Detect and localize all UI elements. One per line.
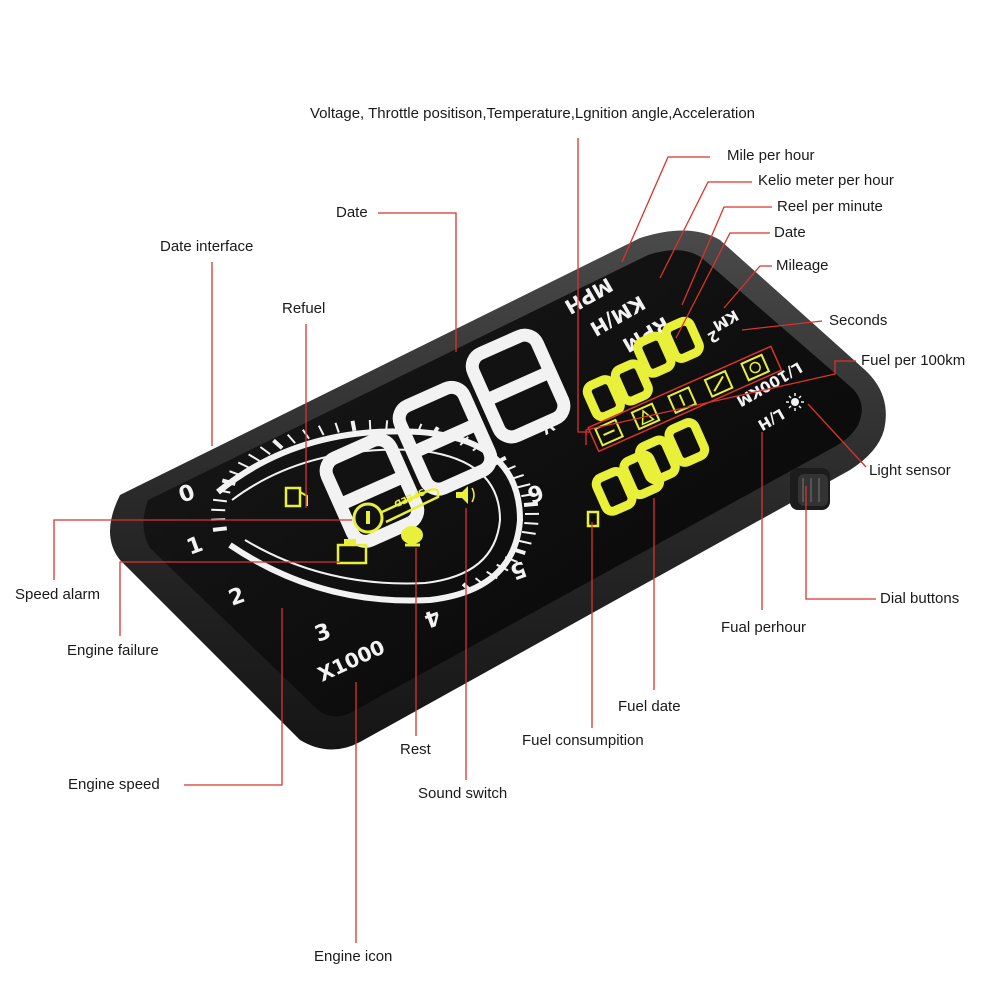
gauge-tick	[272, 438, 284, 450]
line-speed-alarm	[53, 519, 352, 580]
line-light-sensor	[807, 403, 867, 468]
label-engine-icon: Engine icon	[314, 948, 393, 965]
label-rest: Rest	[400, 741, 431, 758]
line-reel	[681, 206, 772, 306]
label-speed-alarm: Speed alarm	[15, 586, 101, 603]
gauge-tick	[496, 563, 509, 572]
label-date-top: Date	[336, 204, 368, 221]
label-reel-per-minute: Reel per minute	[777, 198, 883, 215]
gauge-tick	[524, 522, 539, 525]
icon-row	[587, 345, 783, 453]
gauge-tick	[237, 461, 251, 470]
gauge-tick	[212, 498, 228, 503]
line-mile-per-hour	[621, 156, 710, 263]
gauge-tick	[510, 473, 525, 481]
sun-icon	[786, 393, 804, 411]
dial-button[interactable]	[790, 468, 830, 510]
fuel-pump-icon	[284, 486, 308, 508]
thermometer-icon	[667, 386, 698, 415]
gauge-tick	[248, 453, 260, 462]
callout-lines	[53, 138, 876, 943]
label-fuel-per-100km: Fuel per 100km	[861, 352, 966, 369]
throttle-icon	[703, 369, 734, 398]
gauge-tick	[317, 425, 325, 436]
label-date-interface: Date interface	[160, 238, 254, 255]
gauge-tick	[334, 422, 340, 433]
acceleration-icon	[740, 353, 771, 382]
gauge-tick	[229, 470, 243, 477]
gauge-tick	[504, 556, 518, 564]
label-kelio-meter: Kelio meter per hour	[758, 172, 894, 189]
gauge-tick	[221, 478, 236, 486]
label-fuel-consumption: Fuel consumpition	[522, 732, 644, 749]
gauge-tick	[430, 426, 440, 438]
line-mileage	[723, 265, 772, 309]
device-screen	[143, 250, 862, 717]
label-sound-switch: Sound switch	[418, 785, 508, 802]
fuel-consumption-icon	[586, 510, 600, 528]
gauge-tick	[521, 492, 536, 498]
gauge-tick	[385, 420, 389, 431]
engine-icon	[336, 539, 368, 565]
line-date-right	[675, 232, 770, 339]
gauge-tick	[511, 547, 526, 556]
gauge-tick	[459, 436, 469, 446]
gauge-tick	[216, 488, 231, 494]
gauge-tick	[368, 419, 372, 431]
label-seconds: Seconds	[829, 312, 888, 329]
label-mileage: Mileage	[776, 257, 829, 274]
line-kelio	[659, 181, 752, 279]
line-engine-speed	[184, 608, 283, 786]
line-engine-failure	[119, 561, 340, 636]
gauge-tick	[474, 577, 486, 587]
gauge-tick	[503, 465, 516, 473]
yellow-digits	[582, 316, 710, 516]
label-dial-buttons: Dial buttons	[880, 590, 960, 607]
sound-icon	[456, 486, 475, 504]
label-date-right: Date	[774, 224, 806, 241]
gauge-tick	[416, 423, 423, 434]
gauge-tick	[212, 526, 228, 532]
label-voltage: Voltage, Throttle positison,Temperature,…	[310, 105, 755, 122]
label-fual-perhour: Fual perhour	[721, 619, 807, 636]
gauge-tick	[211, 508, 226, 512]
line-date-top	[378, 212, 457, 352]
line-fuel-100km	[585, 360, 856, 445]
gauge-tick	[350, 420, 357, 432]
gauge-tick	[461, 582, 473, 594]
label-fuel-date: Fuel date	[618, 698, 681, 715]
label-engine-failure: Engine failure	[67, 642, 159, 659]
gauge-tick	[259, 446, 271, 456]
line-seconds	[741, 320, 823, 331]
rest-icon	[401, 526, 423, 547]
gauge-tick	[486, 570, 498, 580]
label-light-sensor: Light sensor	[869, 462, 951, 479]
gauge-tick	[286, 433, 296, 444]
label-refuel: Refuel	[282, 300, 326, 317]
line-dial	[805, 486, 876, 600]
gauge-tick	[523, 501, 539, 507]
label-engine-speed: Engine speed	[68, 776, 160, 793]
gauge-tick	[516, 483, 531, 489]
label-mile-per-hour: Mile per hour	[727, 147, 815, 164]
battery-icon	[593, 418, 625, 447]
gauge-tick	[517, 539, 532, 545]
speed-digits	[319, 328, 571, 548]
gauge-tick	[521, 530, 536, 535]
hud-device: 0 1 2 3 4 5 6 X1000 MPH KM/H RPM KM L/10…	[110, 230, 886, 750]
